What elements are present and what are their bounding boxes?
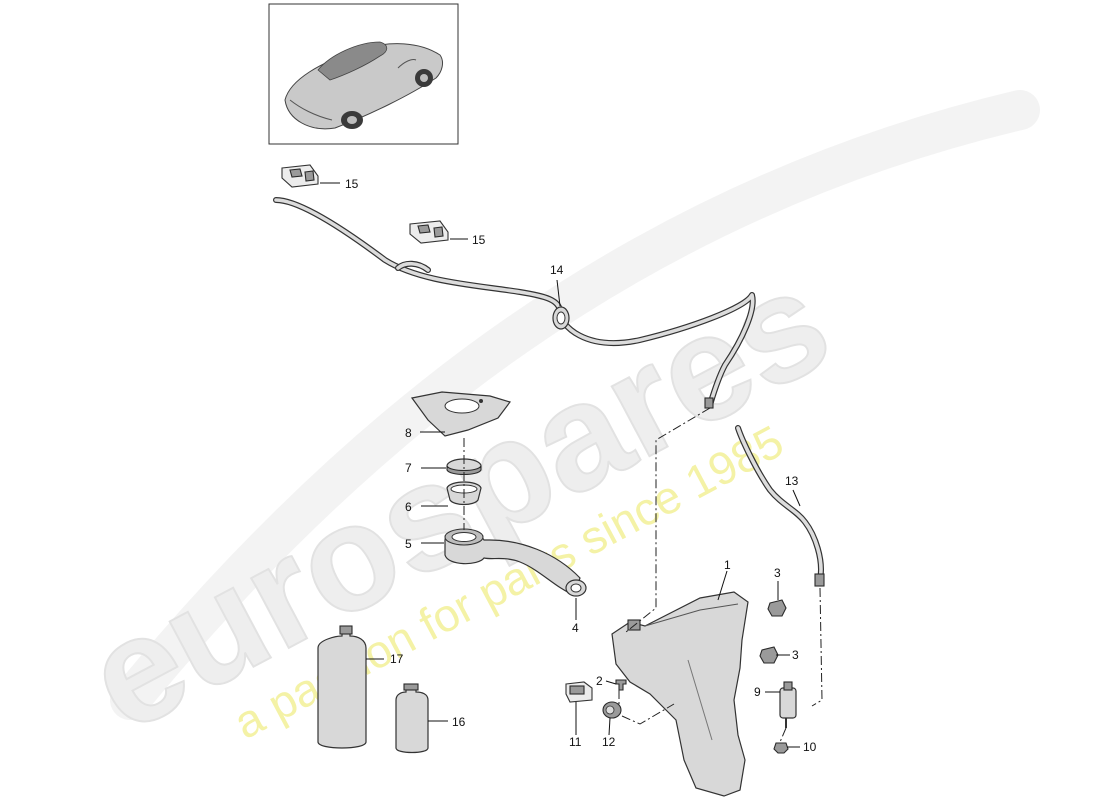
grommet-part-4 xyxy=(565,579,587,597)
callout-2: 2 xyxy=(596,674,603,688)
leader-lines xyxy=(320,182,801,748)
callout-6: 6 xyxy=(405,500,412,514)
callout-3-upper: 3 xyxy=(774,566,781,580)
callout-15-upper: 15 xyxy=(345,177,359,191)
sensor-part-11 xyxy=(565,681,593,703)
assembly-lines xyxy=(463,407,823,743)
vehicle-overview-thumbnail xyxy=(268,3,459,145)
gasket-part-8 xyxy=(410,391,511,437)
callout-7: 7 xyxy=(405,461,412,475)
callout-11: 11 xyxy=(569,735,582,749)
hose-part-14 xyxy=(273,197,756,409)
grommet-part-10 xyxy=(773,742,789,754)
callout-4: 4 xyxy=(572,621,579,635)
callout-16: 16 xyxy=(452,715,466,729)
callout-1: 1 xyxy=(724,558,731,572)
filler-neck-part-5 xyxy=(444,528,581,596)
callout-3-lower: 3 xyxy=(792,648,799,662)
hose-part-13 xyxy=(735,425,825,587)
screw-part-2 xyxy=(615,679,627,691)
callout-5: 5 xyxy=(405,537,412,551)
grommet-part-12 xyxy=(602,701,622,719)
callout-17: 17 xyxy=(390,652,404,666)
callout-15-lower: 15 xyxy=(472,233,486,247)
callout-10: 10 xyxy=(803,740,817,754)
fluid-bottle-part-16 xyxy=(395,683,429,754)
callout-12: 12 xyxy=(602,735,616,749)
callout-9: 9 xyxy=(754,685,761,699)
reservoir-part-1 xyxy=(611,591,749,797)
pump-part-9 xyxy=(779,681,797,728)
callout-14: 14 xyxy=(550,263,564,277)
grommet-part-3-upper xyxy=(767,599,787,617)
callout-labels: 15 15 14 8 7 6 5 13 1 3 4 3 17 2 9 16 11… xyxy=(345,177,817,754)
grommet-part-3-lower xyxy=(759,646,779,664)
nozzle-part-15-lower xyxy=(409,220,449,244)
callout-13: 13 xyxy=(785,474,799,488)
nozzle-part-15-upper xyxy=(281,164,319,188)
watermark-swoosh xyxy=(110,90,1040,720)
callout-8: 8 xyxy=(405,426,412,440)
fluid-bottle-part-17 xyxy=(317,625,367,749)
watermark: eurospares a passion for parts since 198… xyxy=(60,90,1040,764)
car-icon xyxy=(284,41,444,130)
